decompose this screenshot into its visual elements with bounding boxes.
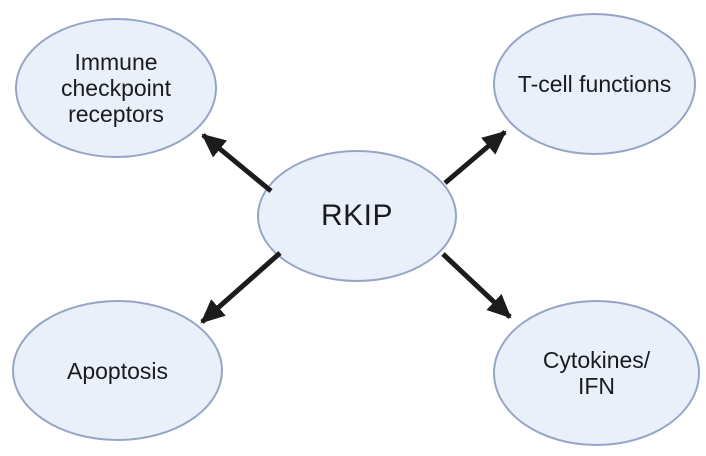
- node-t-cell-functions: T-cell functions: [493, 13, 696, 155]
- arrow-to-t-cell-functions: [443, 130, 507, 185]
- node-label-cytokines-ifn: Cytokines/ IFN: [542, 347, 651, 399]
- node-immune-checkpoint-receptors: Immune checkpoint receptors: [15, 18, 217, 158]
- arrow-to-cytokines-ifn: [441, 252, 512, 319]
- arrow-to-immune-checkpoint-receptors: [201, 133, 273, 193]
- node-label-immune-checkpoint-receptors: Immune checkpoint receptors: [61, 49, 171, 127]
- node-cytokines-ifn: Cytokines/ IFN: [493, 300, 700, 446]
- node-label-t-cell-functions: T-cell functions: [517, 71, 672, 97]
- node-label-rkip: RKIP: [320, 199, 394, 232]
- arrow-to-apoptosis: [200, 251, 282, 324]
- node-rkip: RKIP: [257, 150, 457, 282]
- node-apoptosis: Apoptosis: [12, 300, 223, 441]
- node-label-apoptosis: Apoptosis: [66, 357, 168, 384]
